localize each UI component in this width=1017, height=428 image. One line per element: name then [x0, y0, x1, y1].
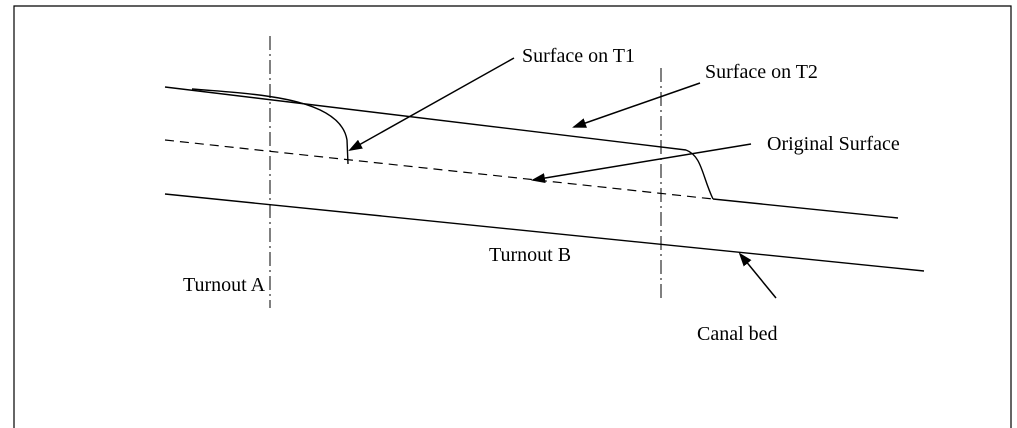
downstream-surface-line: [712, 198, 899, 219]
original-surface-arrow: [531, 143, 752, 183]
surface-t2-label: Surface on T2: [705, 61, 818, 83]
surface-t1-curve: [191, 88, 349, 165]
turnout-a-label: Turnout A: [183, 274, 266, 296]
canal-bed-arrow: [738, 252, 777, 299]
surface-t1-label: Surface on T1: [522, 45, 635, 67]
canal-bed-line: [164, 193, 925, 272]
original-surface-label: Original Surface: [767, 133, 900, 155]
surface-t1-arrow: [348, 57, 515, 151]
surface-t2-arrow: [572, 82, 701, 128]
turnout-b-label: Turnout B: [489, 244, 571, 266]
diagram-frame: [13, 5, 1012, 428]
original-surface-line: [164, 139, 714, 200]
surface-t2-line: [164, 86, 687, 151]
canal-bed-label: Canal bed: [697, 323, 778, 345]
surface-t2-drop-curve: [685, 149, 714, 200]
